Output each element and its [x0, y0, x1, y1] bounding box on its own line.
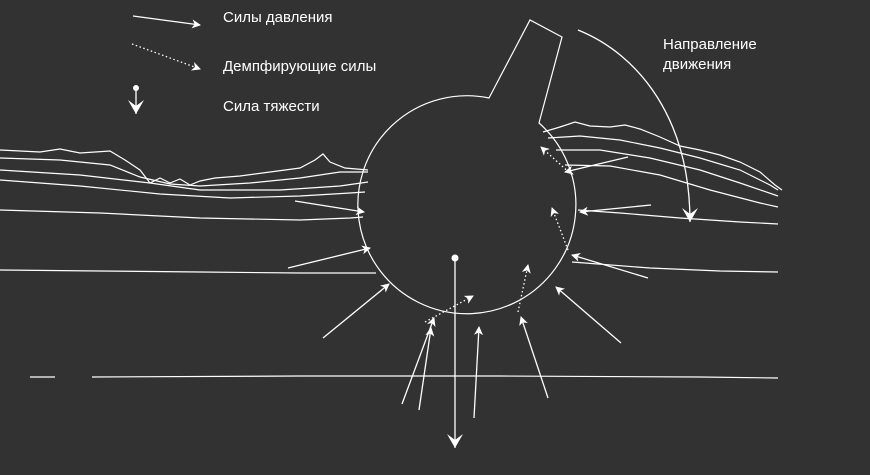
- damping-arrows: [424, 146, 573, 323]
- soil-surface-right: [542, 121, 783, 191]
- legend-damping-label: Демпфирующие силы: [223, 58, 377, 75]
- direction-label-line2: движения: [663, 56, 732, 73]
- soil-layer-left-4: [0, 209, 364, 221]
- pressure-arrow: [564, 156, 629, 175]
- direction-label-line1: Направление: [663, 36, 757, 53]
- damping-arrow: [550, 207, 569, 251]
- soil-layer-right-5: [571, 261, 779, 273]
- pressure-arrow: [294, 200, 365, 216]
- soil-layer-left-5: [0, 269, 376, 274]
- soil-layer-left-2: [0, 169, 369, 191]
- legend-pressure-label: Силы давления: [223, 9, 333, 26]
- pressure-arrow: [418, 327, 435, 411]
- soil-layer-right-3: [564, 164, 779, 208]
- pressure-arrow: [519, 316, 549, 399]
- pressure-arrows: [287, 156, 652, 419]
- damping-arrow: [540, 146, 573, 176]
- pressure-arrow: [287, 245, 371, 269]
- legend-damping-arrow-icon: [131, 43, 201, 71]
- soil-layer-left-1: [0, 157, 368, 187]
- pressure-arrow: [579, 204, 652, 216]
- pressure-arrow: [322, 283, 390, 339]
- ground-line-bottom-2: [91, 375, 779, 379]
- pressure-arrow: [401, 317, 436, 405]
- legend-pressure-arrow-icon: [132, 15, 201, 29]
- legend-gravity-label: Сила тяжести: [223, 98, 320, 115]
- pressure-arrow: [555, 286, 622, 344]
- direction-arrow: [577, 29, 698, 223]
- pressure-arrow: [571, 253, 649, 279]
- cutter-body: [357, 19, 577, 315]
- soil-layer-left-3: [0, 179, 366, 199]
- soil-layer-right-4: [577, 209, 779, 225]
- gravity-arrow: [447, 254, 463, 448]
- legend-symbols: [128, 15, 201, 114]
- damping-arrow: [517, 264, 531, 313]
- soil-layer-right-2: [556, 149, 779, 197]
- soil-surface-left: [0, 148, 369, 186]
- pressure-arrow: [473, 326, 484, 419]
- soil-layer-right-1: [547, 135, 779, 191]
- damping-arrow: [424, 295, 474, 323]
